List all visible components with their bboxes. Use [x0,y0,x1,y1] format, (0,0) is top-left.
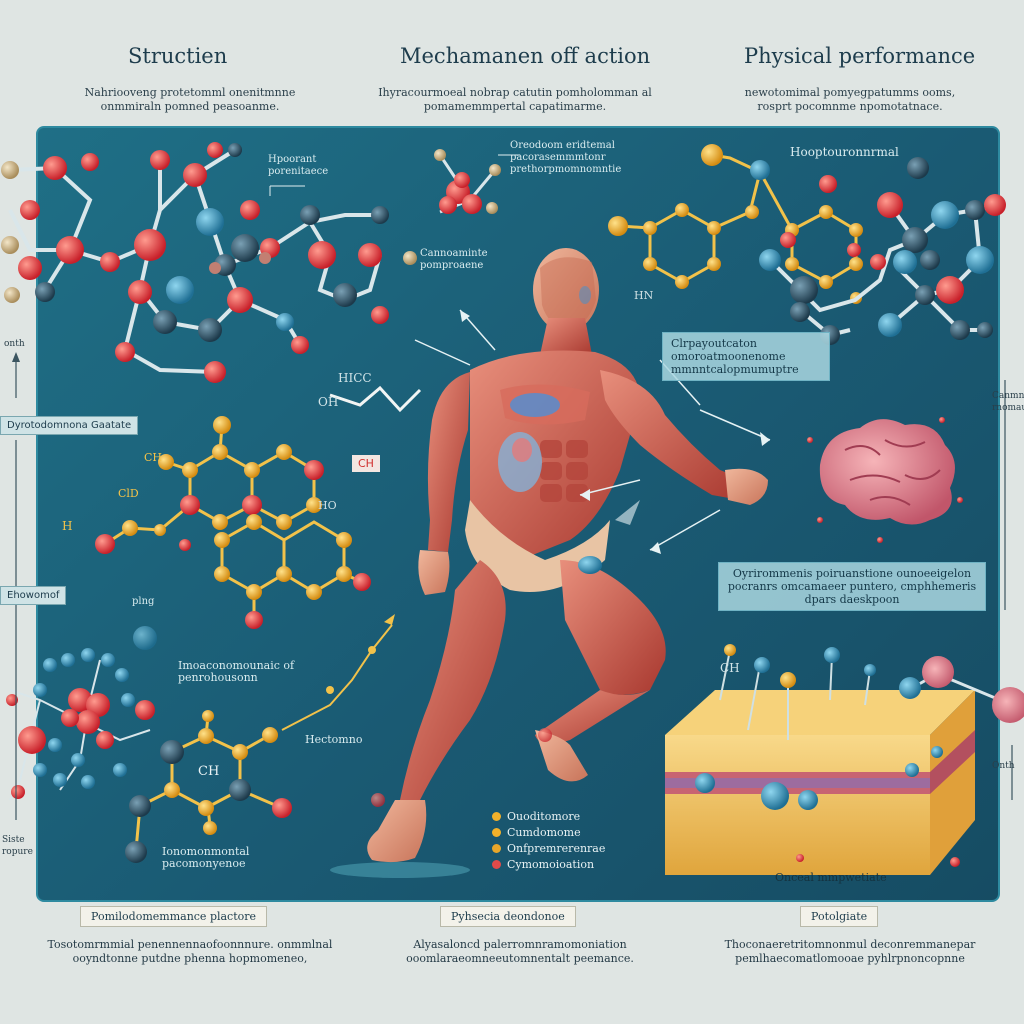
molecule-atoms-top-right [759,157,1006,345]
label-fragment-a: ClD [118,487,139,500]
legend-dot-icon [492,859,501,869]
legend-label: Ouoditomore [507,809,581,823]
fat-tissue-block [665,644,1024,875]
label-hho: HICC [338,371,372,385]
label-oh: OH [318,395,339,409]
footer-right-text: Thoconaeretritomnonmul deconremmanepar p… [724,938,976,965]
label-top-left-molecule: Hpoorant porenitaece [268,154,329,177]
heading-physical-performance: Physical performance [744,44,976,68]
label-mid-center: Cannoaminte pomproaene [420,248,488,271]
legend-dot-icon [492,843,501,853]
label-chem-ho: HO [318,499,337,512]
legend-label: Cymomoioation [507,857,595,871]
label-bottom-center: Hectomno [305,733,363,746]
heading-structure: Structien [128,44,228,68]
legend-item: Cumdomome [492,824,605,840]
label-left-side: Dyrotodomnona Gaatate [0,416,139,435]
yellow-ring-atoms-top-right [608,144,863,304]
info-box-right-upper: Clrpayoutcaton omoroatmoonenome mmnntcal… [662,332,830,381]
label-bottom-left: Ionomonmontal pacomonyenoe [162,845,250,870]
footer-center-text: Alyasaloncd palerromnramomoniation oooml… [406,938,634,965]
legend-dot-icon [492,827,501,837]
legend-dot-icon [492,811,501,821]
yellow-ring-atoms-left [95,416,371,629]
label-top-center-molecule: Oreodoom eridtemal pacorasemmmtonr preth… [510,140,622,175]
legend-item: Onfpremrerenrae [492,840,605,856]
label-ch-left: CH [198,764,220,779]
label-top-right-molecule: Hooptouronnrmal [790,145,899,159]
label-ch-right: CH [720,661,740,675]
small-ring-atoms-bottom [125,710,292,863]
label-ch-red: CH [352,455,380,472]
subtext-mechanism: Ihyracourmoeal nobrap catutin pomholomma… [378,86,652,113]
cluster-top-center [434,149,501,214]
label-fragment-h: H [62,519,73,533]
label-far-right-1: Canmne rnomaume [992,391,1024,413]
label-cho: CH [144,451,163,464]
legend-label: Cumdomome [507,825,581,839]
brain-illustration [807,417,963,543]
label-left-side-2: Ehowomof [0,586,67,605]
label-far-left-1: onth [4,339,25,349]
signal-line-bottom [281,624,393,731]
label-far-right-2: Onth [992,761,1015,771]
info-box-right-lower: Oyrirommenis poiruanstione ounoeeigelon … [718,562,986,611]
footer-center-title: Pyhsecia deondonoe [440,906,576,927]
cluster-atoms-bottom-left [6,626,157,799]
human-muscle-figure [330,248,768,878]
heading-mechanism: Mechamanen off action [400,44,651,68]
side-arrows-left [15,355,1013,820]
label-far-left-2: Siste ropure [2,835,33,857]
footer-left-title: Pomilodomemmance plactore [80,906,268,927]
label-left-mid: Imoaconomounaic of penrohousonn [178,659,295,684]
legend-item: Ouoditomore [492,808,605,824]
legend-item: Cymomoioation [492,856,605,872]
molecule-atoms-top-left [1,142,417,383]
subtext-structure: Nahriooveng protetomml onenitmnne onmmir… [84,86,296,113]
legend-label: Onfpremrerenrae [507,841,606,855]
label-left-tiny: plng [132,596,155,607]
footer-right-title: Potolgiate [800,906,879,927]
label-chem-hn: HN [634,289,654,302]
subtext-physical: newotomimal pomyegpatumms ooms, rosprt p… [744,86,956,113]
label-bottom-right: Onceal mmpwetiate [775,871,887,884]
footer-left-text: Tosotomrmmial penennennaofoonnnure. onmm… [47,938,333,965]
